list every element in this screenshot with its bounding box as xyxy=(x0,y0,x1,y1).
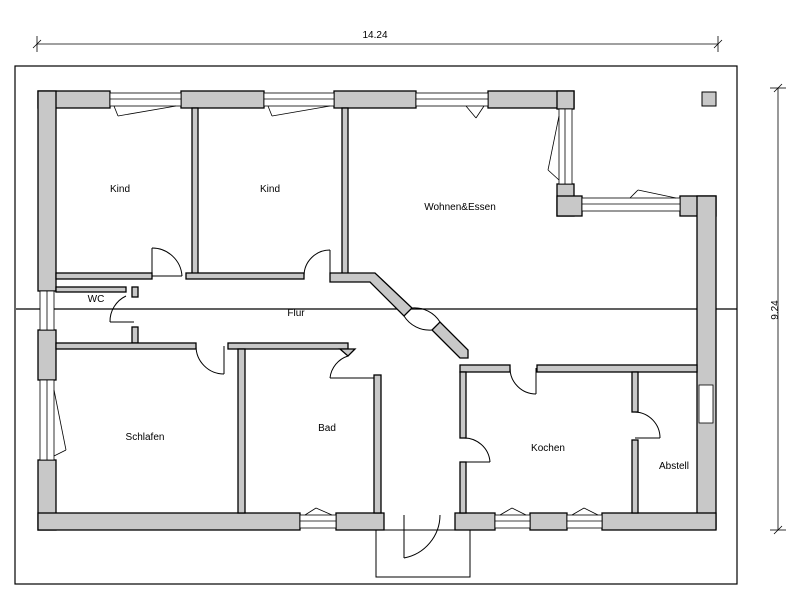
room-label-kind-2: Kind xyxy=(260,184,280,195)
room-label-abstell: Abstell xyxy=(659,461,689,472)
entrance-step xyxy=(375,529,471,578)
room-label-kochen: Kochen xyxy=(531,443,565,454)
plot-boundary xyxy=(14,65,738,585)
doors xyxy=(109,247,661,559)
room-label-flur: Flur xyxy=(287,308,305,319)
chimney-symbol xyxy=(701,91,717,107)
height-dimension: 9.24 xyxy=(770,83,786,535)
outer-walls xyxy=(37,90,717,531)
width-dimension-label: 14.24 xyxy=(362,30,387,41)
height-dimension-label: 9.24 xyxy=(770,300,781,320)
room-label-schlafen: Schlafen xyxy=(126,432,165,443)
room-label-wc: WC xyxy=(88,294,105,305)
width-dimension: 14.24 xyxy=(32,30,723,52)
room-label-wohnen: Wohnen&Essen xyxy=(424,202,496,213)
windows xyxy=(39,92,714,529)
room-label-bad: Bad xyxy=(318,423,336,434)
room-label-kind-1: Kind xyxy=(110,184,130,195)
interior-walls xyxy=(55,107,698,514)
